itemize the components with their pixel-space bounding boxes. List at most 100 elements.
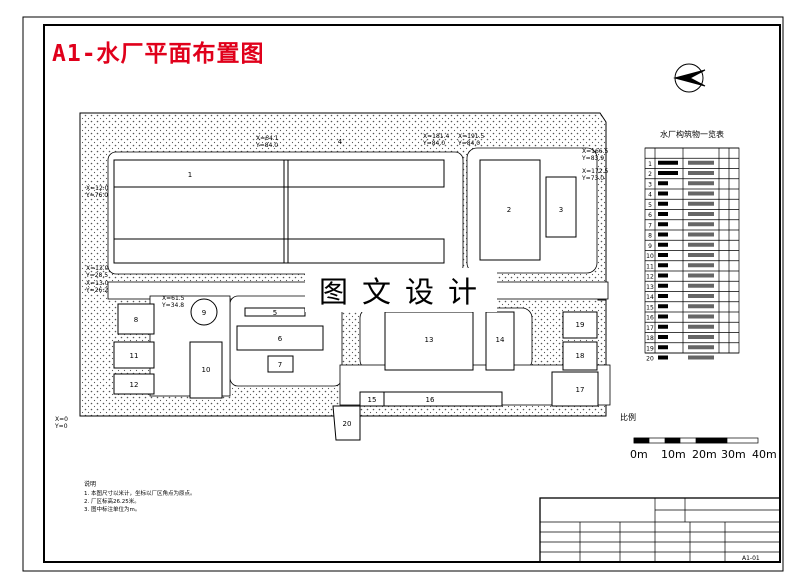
scale-bar: 比例 xyxy=(620,412,759,444)
table-row-name-glyph xyxy=(658,253,668,257)
table-row-name-glyph xyxy=(658,294,668,298)
unit-label-8: 8 xyxy=(134,316,138,324)
unit-label-9: 9 xyxy=(202,309,206,317)
unit-9 xyxy=(190,298,218,326)
svg-text:Y=34.8: Y=34.8 xyxy=(161,302,184,309)
unit-label-3: 3 xyxy=(559,206,563,214)
unit-19 xyxy=(562,311,598,339)
table-row-number: 8 xyxy=(648,233,652,240)
unit-label-13: 13 xyxy=(425,336,434,344)
table-row-number: 11 xyxy=(646,263,654,270)
unit-17 xyxy=(551,371,599,407)
svg-text:A1-01: A1-01 xyxy=(742,555,760,562)
table-row-name-glyph xyxy=(658,242,668,247)
table-row-number: 17 xyxy=(646,325,654,332)
table-row-name-glyph xyxy=(658,232,668,237)
table-row-number: 20 xyxy=(646,356,654,363)
unit-label-7: 7 xyxy=(278,361,282,369)
svg-text:说明: 说明 xyxy=(84,480,96,488)
table-row-spec-glyph xyxy=(688,181,714,186)
table-row-name-glyph xyxy=(658,314,668,319)
svg-text:X=61.5: X=61.5 xyxy=(162,295,185,302)
scale-label-40: 40m xyxy=(752,448,777,461)
svg-text:X=172.5: X=172.5 xyxy=(582,168,608,175)
watermark: 图文设计 xyxy=(305,268,497,312)
table-row-number: 16 xyxy=(646,315,654,322)
table-row-name-glyph xyxy=(658,304,668,309)
table-row-number: 14 xyxy=(646,294,654,301)
table-row-name-glyph xyxy=(658,335,668,339)
unit-numbers: 1 2 3 4 5 6 7 8 9 10 11 12 13 14 15 16 1… xyxy=(130,138,585,428)
unit-label-1: 1 xyxy=(188,171,192,179)
table-row-name-glyph xyxy=(658,345,668,350)
table-row-spec-glyph xyxy=(688,160,714,165)
unit-label-18: 18 xyxy=(576,352,585,360)
svg-text:Y=28.5: Y=28.5 xyxy=(85,272,108,279)
table-row-number: 6 xyxy=(648,212,652,219)
table-row-name-glyph xyxy=(658,273,668,278)
svg-text:Y=84.0: Y=84.0 xyxy=(457,140,480,147)
scale-label-20: 20m xyxy=(692,448,717,461)
svg-text:X=64.1: X=64.1 xyxy=(256,135,279,142)
table-row-name-glyph xyxy=(658,283,668,288)
unit-12 xyxy=(113,373,155,395)
unit-18 xyxy=(562,341,598,371)
scale-label-30: 30m xyxy=(721,448,746,461)
unit-label-17: 17 xyxy=(576,386,585,394)
table-row-number: 3 xyxy=(648,181,652,188)
svg-text:X=12.0: X=12.0 xyxy=(86,185,109,192)
svg-text:3. 图中标注单位为m。: 3. 图中标注单位为m。 xyxy=(84,505,140,513)
table-row-spec-glyph xyxy=(688,283,714,288)
svg-text:Y=76.0: Y=76.0 xyxy=(85,192,108,199)
table-row-spec-glyph xyxy=(688,335,714,339)
unit-label-14: 14 xyxy=(496,336,505,344)
unit-label-10: 10 xyxy=(202,366,211,374)
svg-text:比例: 比例 xyxy=(620,412,636,422)
drawing-title: A1-水厂平面布置图 xyxy=(52,41,265,67)
table-row-name-glyph xyxy=(658,212,668,216)
table-row-name-glyph xyxy=(658,222,668,227)
coordinate-labels: X=64.1Y=84.0 X=181.4Y=84.0 X=191.5Y=84.0… xyxy=(54,133,608,430)
unit-label-20: 20 xyxy=(343,420,352,428)
table-row-number: 7 xyxy=(648,222,652,229)
unit-1-clarifier xyxy=(113,159,445,188)
unit-14 xyxy=(485,311,515,371)
table-row-spec-glyph xyxy=(688,345,714,350)
table-row-number: 4 xyxy=(648,192,652,199)
unit-5 xyxy=(244,307,306,317)
title-block: A1-01 xyxy=(539,497,781,563)
table-row-spec-glyph xyxy=(688,314,714,319)
unit-label-2: 2 xyxy=(507,206,511,214)
table-row-spec-glyph xyxy=(688,201,714,206)
scale-label-0: 0m xyxy=(630,448,648,461)
table-row-name-glyph xyxy=(658,171,678,175)
unit-label-15: 15 xyxy=(368,396,377,404)
sheet-border xyxy=(22,16,784,572)
table-row-spec-glyph xyxy=(688,253,714,257)
unit-label-16: 16 xyxy=(426,396,435,404)
table-row-spec-glyph xyxy=(688,324,714,329)
svg-text:X=0: X=0 xyxy=(55,416,68,423)
unit-13 xyxy=(384,311,474,371)
table-row-name-glyph xyxy=(658,324,668,329)
table-row-spec-glyph xyxy=(688,355,714,360)
unit-label-6: 6 xyxy=(278,335,283,343)
notes: 说明 1. 本图尺寸以米计，坐标以厂区角点为原点。 2. 厂区标高26.25米。… xyxy=(84,480,196,513)
svg-text:水厂构筑物一览表: 水厂构筑物一览表 xyxy=(660,129,724,139)
table-row-number: 12 xyxy=(646,274,654,281)
svg-text:X=13.0: X=13.0 xyxy=(86,265,109,272)
table-row-spec-glyph xyxy=(688,191,714,196)
unit-label-11: 11 xyxy=(130,352,139,360)
unit-11 xyxy=(113,341,155,369)
unit-label-4: 4 xyxy=(338,138,343,146)
svg-text:X=13.0: X=13.0 xyxy=(86,280,109,287)
table-row-spec-glyph xyxy=(688,263,714,268)
svg-text:Y=0: Y=0 xyxy=(54,423,68,430)
unit-20 xyxy=(332,405,361,441)
unit-2 xyxy=(479,159,541,261)
table-row-spec-glyph xyxy=(688,304,714,309)
unit-10 xyxy=(189,341,223,399)
svg-text:X=191.5: X=191.5 xyxy=(458,133,484,140)
